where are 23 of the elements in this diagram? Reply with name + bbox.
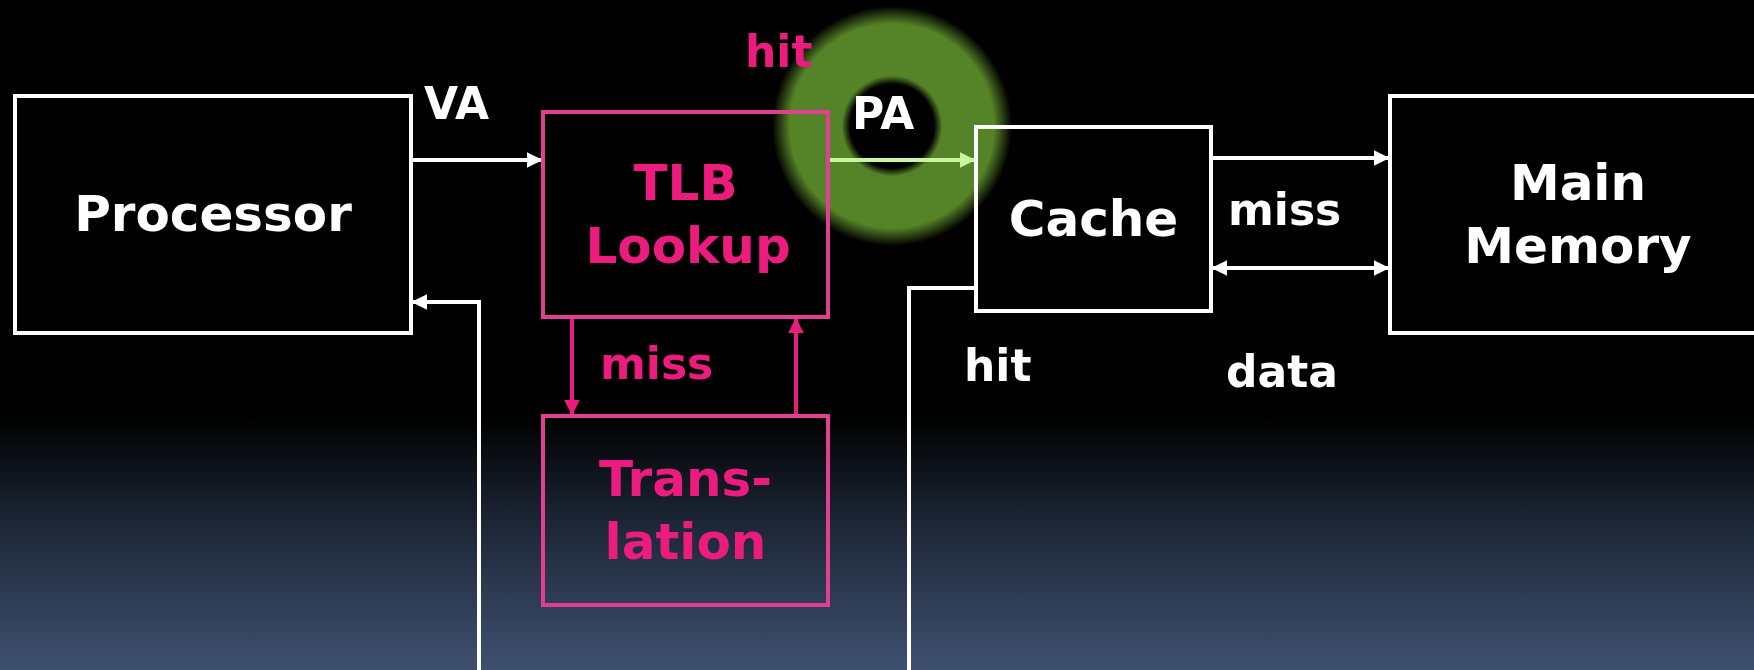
process-box bbox=[541, 110, 830, 319]
edge-label: PA bbox=[852, 92, 915, 136]
arrow bbox=[830, 152, 976, 168]
arrow bbox=[411, 286, 974, 670]
arrow bbox=[1211, 260, 1390, 276]
process-box bbox=[974, 125, 1213, 313]
process-box bbox=[541, 414, 830, 607]
arrow bbox=[564, 319, 580, 416]
arrow bbox=[788, 317, 804, 414]
process-box bbox=[13, 94, 413, 335]
hit-label: hit bbox=[745, 30, 813, 74]
process-box bbox=[1388, 94, 1754, 335]
box-label: Cache bbox=[1007, 188, 1180, 250]
arrow bbox=[413, 152, 543, 168]
box-label: Main Memory bbox=[1463, 153, 1693, 277]
arrow bbox=[1213, 150, 1390, 166]
edge-label: data bbox=[1226, 350, 1338, 394]
box-label: Processor bbox=[73, 184, 353, 246]
box-label: Trans- lation bbox=[597, 449, 774, 573]
edge-label: hit bbox=[964, 344, 1032, 388]
edge-label: VA bbox=[424, 82, 490, 126]
edge-label: miss bbox=[600, 342, 714, 386]
edge-label: miss bbox=[1228, 188, 1342, 232]
